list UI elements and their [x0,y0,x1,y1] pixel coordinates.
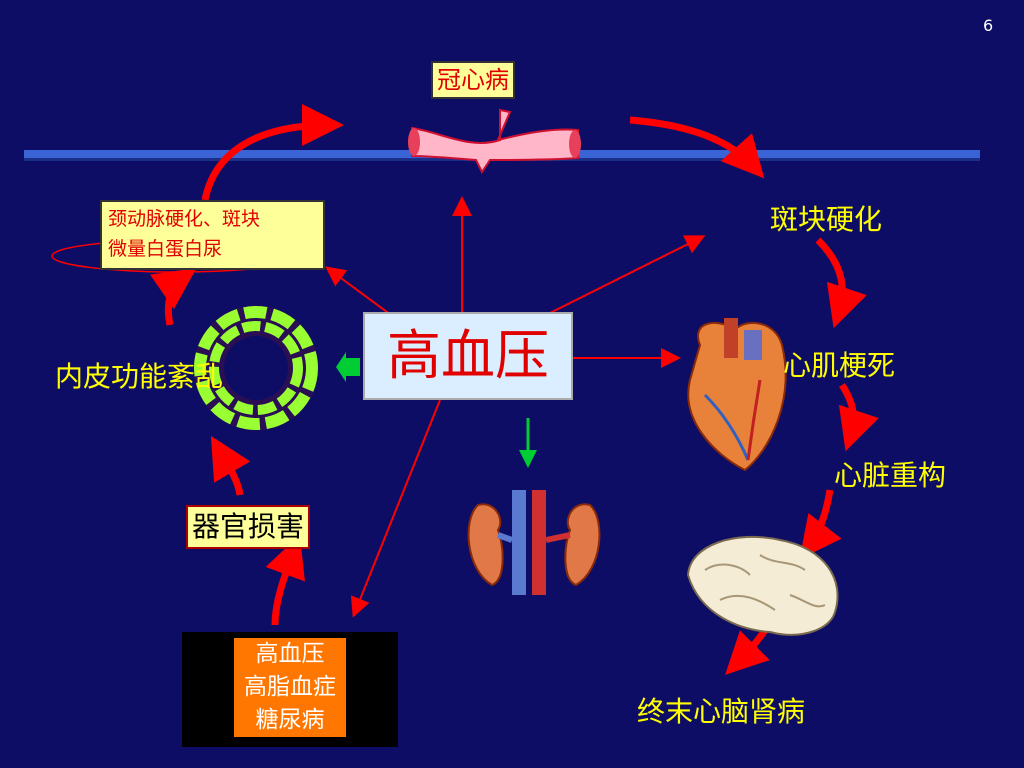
arrow-center-downleft [350,399,441,618]
risk-factor-2: 高脂血症 [244,674,336,700]
arrow-chd-to-plaque [629,116,765,179]
page-number: 6 [983,16,994,35]
organ-damage-label: 器官损害 [186,505,311,549]
endothelial-label: 内皮功能紊乱 [55,360,224,393]
heart-illustration [687,318,787,472]
arrow-brain-to-endstage [725,628,770,675]
remodeling-label: 心脏重构 [834,459,947,492]
green-arrow-left [336,352,360,382]
vessel-ring-illustration [193,305,319,431]
carotid-line2: 微量白蛋白尿 [108,238,223,260]
arrow-risk-to-organ [265,534,305,626]
risk-factors-box: 高血压 高脂血症 糖尿病 [234,638,346,737]
arrow-center-upleft [325,266,396,319]
carotid-box: 颈动脉硬化、斑块 微量白蛋白尿 [100,200,325,270]
mi-label: 心肌梗死 [783,349,896,382]
arrow-mi-to-remodel [838,383,879,452]
artery-illustration [408,108,581,174]
arrow-organ-to-endothelial [210,435,251,496]
arrow-remodel-to-brain [799,489,842,560]
endstage-label: 终末心脑肾病 [637,695,806,728]
plaque-label: 斑块硬化 [770,203,883,236]
carotid-line1: 颈动脉硬化、斑块 [108,208,261,230]
kidney-illustration [467,490,601,595]
chd-label: 冠心病 [431,61,515,99]
risk-factor-1: 高血压 [255,641,325,667]
brain-illustration [686,536,839,636]
arrow-center-upright [539,235,706,319]
arrow-plaque-to-mi [815,237,867,329]
arrow-to-chd [201,104,344,201]
center-hypertension: 高血压 [363,312,573,400]
arrow-endothelial-to-carotid [150,268,197,326]
risk-factor-3: 糖尿病 [255,707,325,733]
